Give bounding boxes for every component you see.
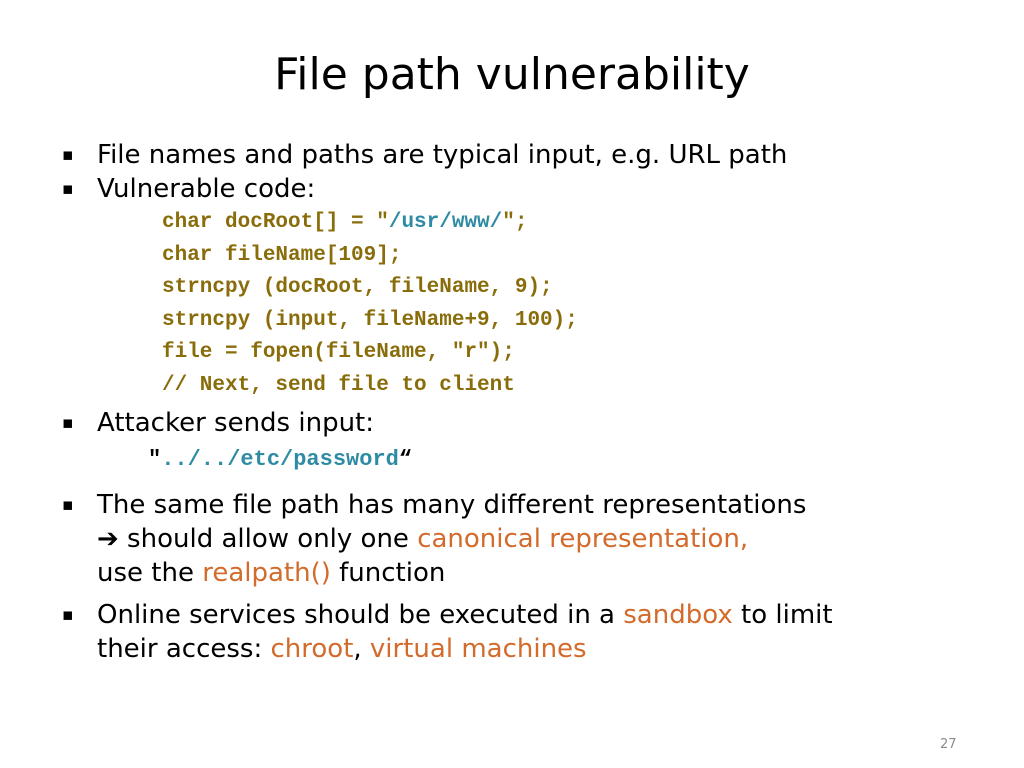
bullet-text: Vulnerable code: xyxy=(97,174,316,204)
bullet-file-names: ▪ File names and paths are typical input… xyxy=(60,138,1000,172)
attack-input: "../../etc/password“ xyxy=(148,447,413,472)
bullet-attacker-input: ▪ Attacker sends input: xyxy=(60,406,1000,440)
bullet-file-path-representations: ▪ The same file path has many different … xyxy=(62,490,807,588)
code-block: char docRoot[] = "/usr/www/"; char fileNa… xyxy=(60,207,1000,402)
slide-content: ▪ File names and paths are typical input… xyxy=(60,138,1000,666)
bullet-text: File names and paths are typical input, … xyxy=(97,140,788,170)
chroot-term: chroot xyxy=(270,634,354,664)
virtual-machines-term: virtual machines xyxy=(369,634,587,664)
slide-number: 27 xyxy=(940,737,957,752)
arrow-icon: ➔ xyxy=(97,524,119,554)
bullet-marker: ▪ xyxy=(62,495,74,515)
slide-title: File path vulnerability xyxy=(274,49,750,100)
code-line-3: strncpy (docRoot, fileName, 9); xyxy=(162,276,553,299)
bullet-text: The same file path has many different re… xyxy=(97,490,807,520)
code-line-2: char fileName[109]; xyxy=(162,243,402,267)
bullet-text: Attacker sends input: xyxy=(97,408,374,438)
code-line-1: char docRoot[] = "/usr/www/"; xyxy=(162,211,528,234)
bullet-marker: ▪ xyxy=(62,413,74,433)
bullet-vulnerable-code: ▪ Vulnerable code: xyxy=(60,172,1000,206)
bullet-marker: ▪ xyxy=(62,145,74,165)
code-line-4: strncpy (input, fileName+9, 100); xyxy=(162,308,578,332)
sandbox-term: sandbox xyxy=(623,600,733,630)
bullet-marker: ▪ xyxy=(62,605,74,625)
code-line-5: file = fopen(fileName, "r"); xyxy=(162,341,515,364)
code-line-6: // Next, send file to client xyxy=(162,373,515,397)
bullet-sandbox: ▪ Online services should be executed in … xyxy=(62,600,833,664)
attack-path: ../../etc/password xyxy=(161,447,399,472)
canonical-representation-term: canonical representation, xyxy=(417,524,749,554)
bullet-marker: ▪ xyxy=(62,179,74,199)
code-doc-root-value: /usr/www/ xyxy=(388,211,503,234)
realpath-term: realpath() xyxy=(202,558,331,588)
